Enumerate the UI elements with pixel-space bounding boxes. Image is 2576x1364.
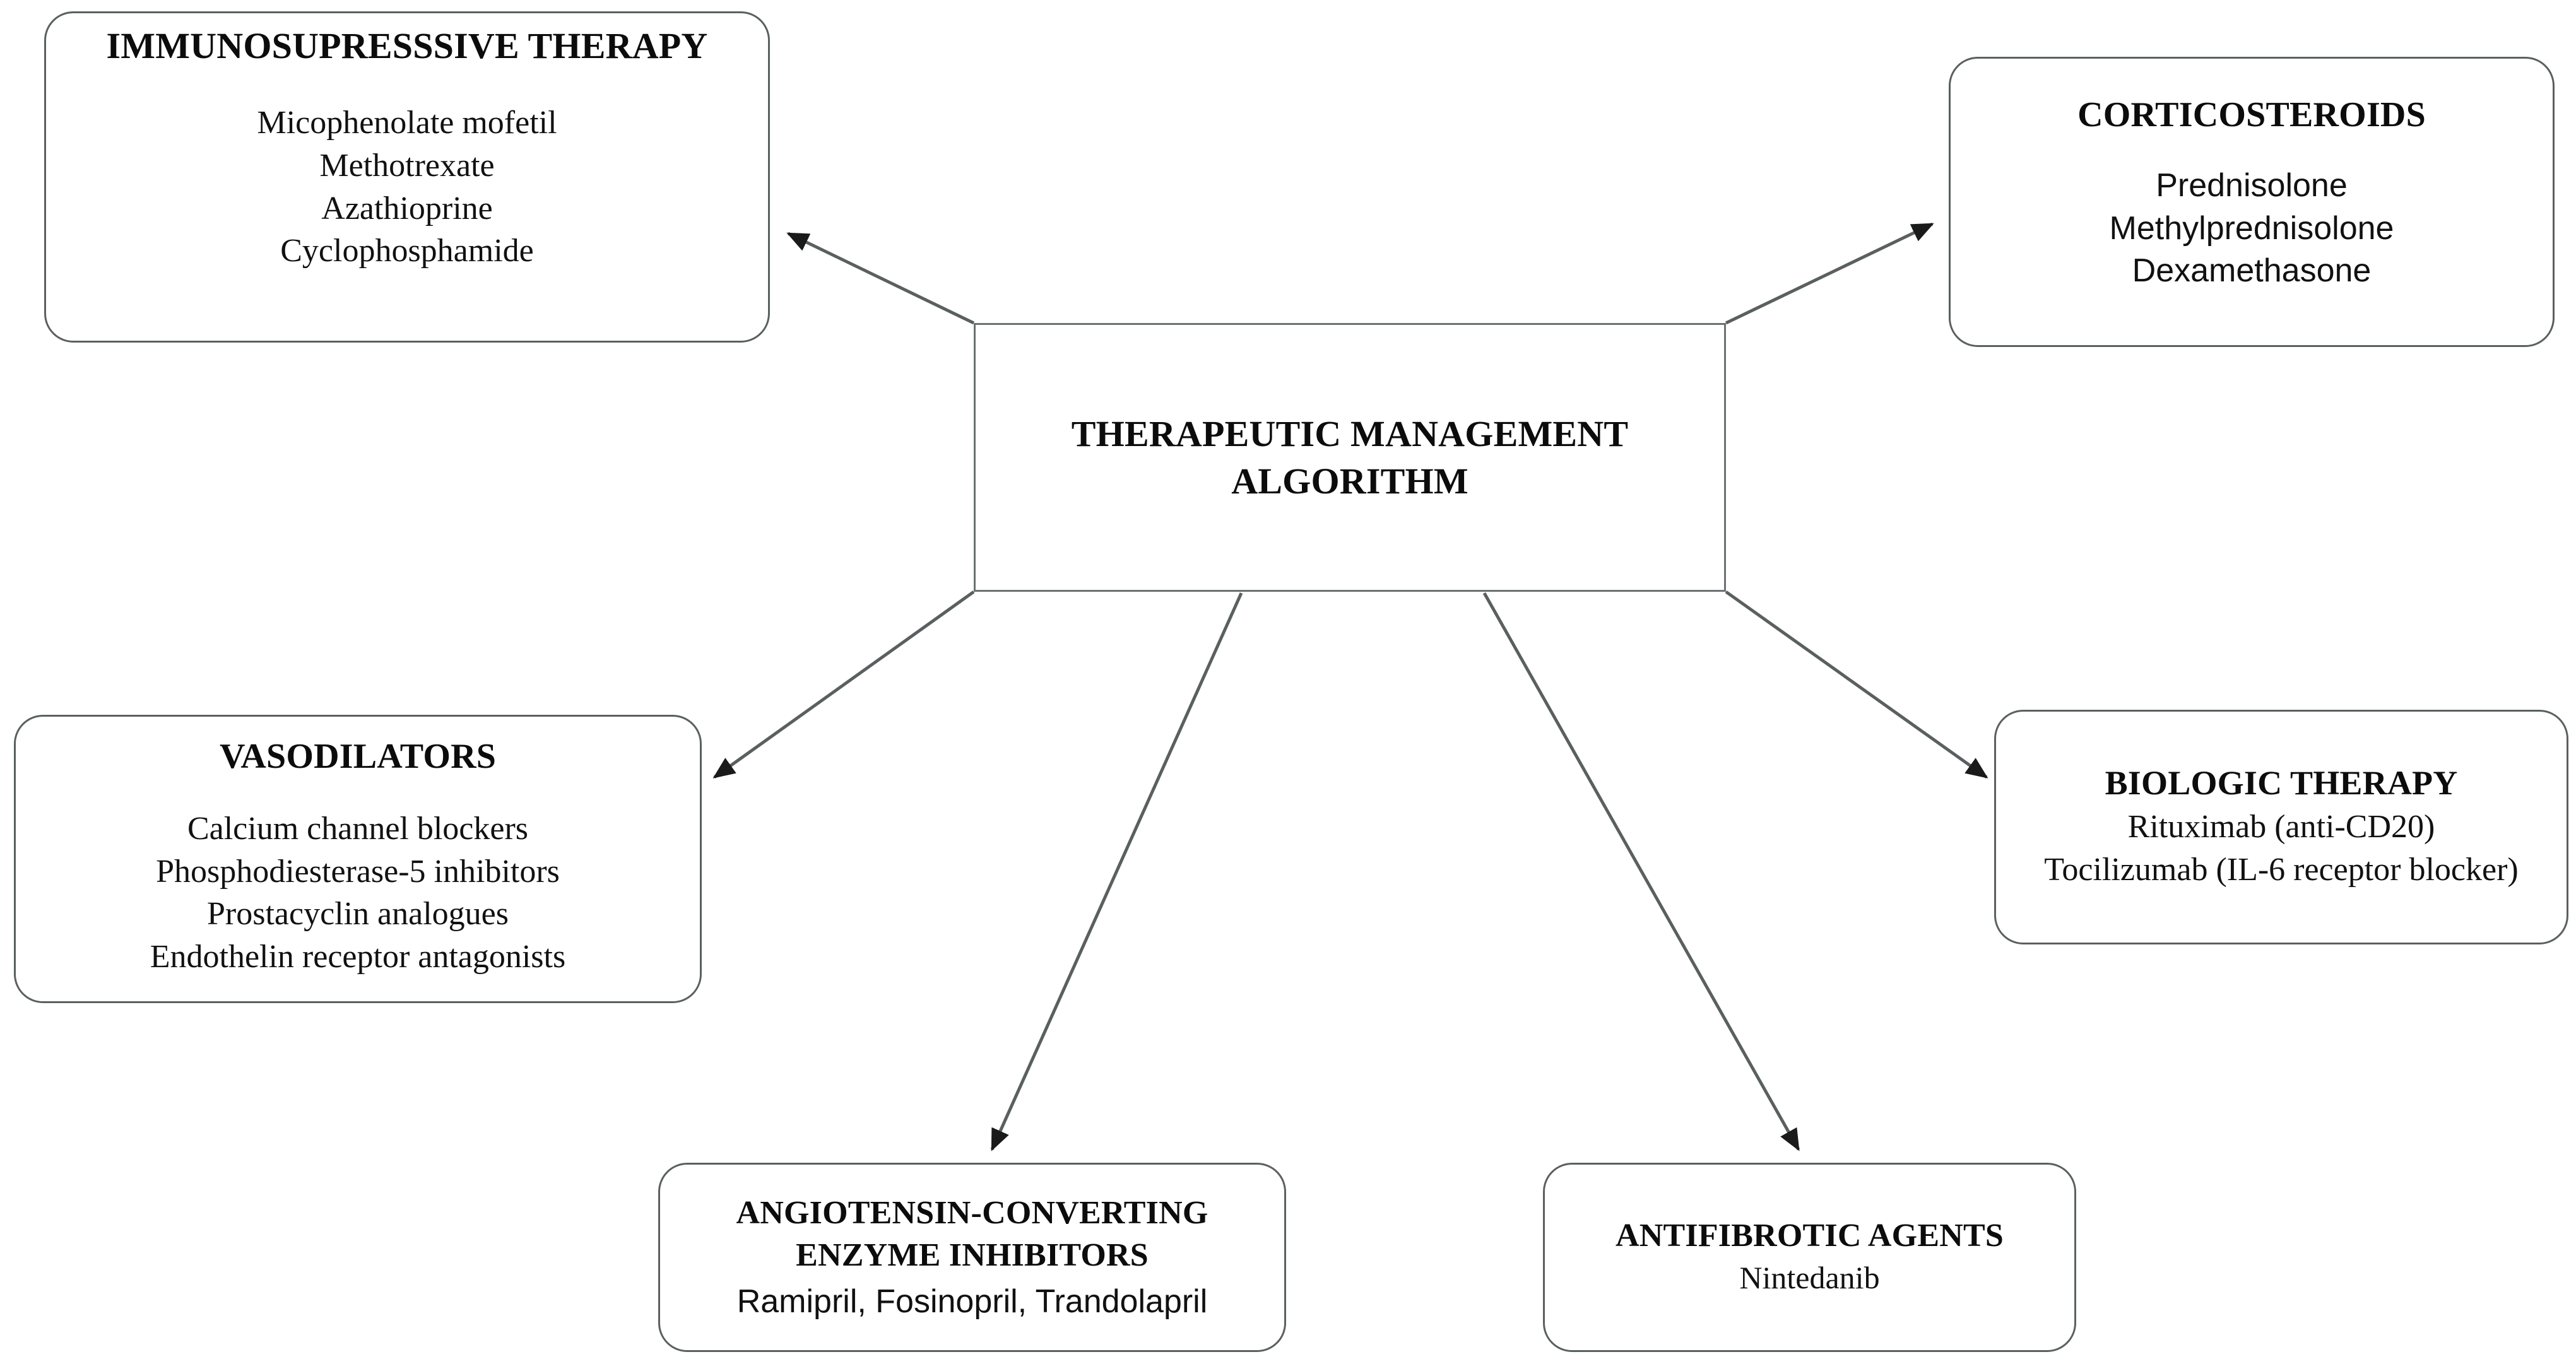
node-ace-inhibitors[interactable]: ANGIOTENSIN-CONVERTING ENZYME INHIBITORS… (658, 1163, 1286, 1352)
node-title: CORTICOSTEROIDS (2077, 95, 2426, 134)
node-title-line-1: ANGIOTENSIN-CONVERTING (736, 1194, 1208, 1231)
list-item: Prednisolone (2156, 167, 2348, 204)
node-vasodilators[interactable]: VASODILATORS Calcium channel blockers Ph… (14, 715, 702, 1003)
list-item: Nintedanib (1739, 1260, 1880, 1296)
edge-central-to-ace (990, 592, 1243, 1151)
list-item: Tocilizumab (IL-6 receptor blocker) (2044, 851, 2519, 888)
node-title: IMMUNOSUPRESSSIVE THERAPY (106, 25, 708, 66)
node-title: ANTIFIBROTIC AGENTS (1616, 1217, 2004, 1254)
list-item: Prostacyclin analogues (207, 896, 509, 932)
node-title-line-2: ALGORITHM (1231, 461, 1468, 502)
node-biologic-therapy[interactable]: BIOLOGIC THERAPY Rituximab (anti-CD20) T… (1994, 710, 2568, 944)
list-item: Methylprednisolone (2109, 209, 2394, 247)
list-item: Dexamethasone (2132, 252, 2372, 290)
node-body: Nintedanib (1739, 1257, 1879, 1298)
edge-central-to-vasodilators (712, 590, 975, 779)
node-title-line-1: THERAPEUTIC MANAGEMENT (1071, 413, 1629, 454)
node-corticosteroids[interactable]: CORTICOSTEROIDS Prednisolone Methylpredn… (1949, 57, 2555, 347)
list-item: Rituximab (anti-CD20) (2127, 809, 2435, 845)
node-body: Calcium channel blockers Phosphodiestera… (150, 808, 565, 978)
node-immunosuppressive-therapy[interactable]: IMMUNOSUPRESSSIVE THERAPY Micophenolate … (44, 11, 770, 343)
edge-central-to-biologic (1725, 590, 1988, 779)
list-item: Azathioprine (321, 190, 493, 226)
node-therapeutic-management-algorithm[interactable]: THERAPEUTIC MANAGEMENT ALGORITHM (974, 323, 1726, 592)
node-title: ANGIOTENSIN-CONVERTING ENZYME INHIBITORS (736, 1192, 1208, 1277)
edge-central-to-immunosuppressive (786, 232, 975, 325)
node-antifibrotic-agents[interactable]: ANTIFIBROTIC AGENTS Nintedanib (1543, 1163, 2076, 1352)
list-item: Micophenolate mofetil (257, 105, 557, 141)
list-item: Ramipril, Fosinopril, Trandolapril (736, 1283, 1208, 1320)
edge-central-to-antifibrotic (1482, 592, 1800, 1151)
node-title: VASODILATORS (219, 737, 497, 776)
node-title-line-2: ENZYME INHIBITORS (796, 1237, 1149, 1274)
node-body: Ramipril, Fosinopril, Trandolapril (737, 1281, 1208, 1324)
node-title: BIOLOGIC THERAPY (2105, 763, 2458, 802)
list-item: Cyclophosphamide (280, 233, 534, 269)
edge-central-to-corticosteroids (1725, 222, 1934, 325)
list-item: Calcium channel blockers (187, 811, 529, 847)
node-title: THERAPEUTIC MANAGEMENT ALGORITHM (1072, 410, 1629, 505)
node-body: Rituximab (anti-CD20) Tocilizumab (IL-6 … (2044, 806, 2518, 891)
node-body: Micophenolate mofetil Methotrexate Azath… (257, 102, 557, 272)
list-item: Phosphodiesterase-5 inhibitors (156, 853, 560, 890)
node-body: Prednisolone Methylprednisolone Dexameth… (2110, 165, 2394, 293)
list-item: Endothelin receptor antagonists (150, 938, 566, 975)
list-item: Methotrexate (319, 148, 495, 184)
